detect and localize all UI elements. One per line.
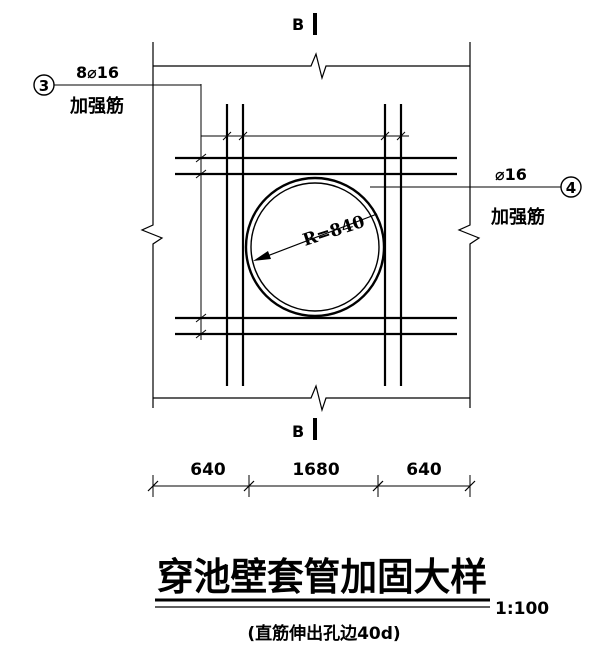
horizontal-tick-string: [201, 131, 409, 141]
dimension-line: 640 1680 640: [147, 460, 476, 497]
wall-outline: [140, 42, 481, 413]
drawing-scale: 1:100: [495, 599, 549, 619]
radius-label: R=840: [300, 212, 367, 251]
wall-top-edge: [153, 52, 470, 81]
sleeve-outer-circle: [244, 176, 386, 318]
tag-4-name: 加强筋: [490, 206, 545, 228]
tag-3-number: 3: [39, 77, 49, 95]
wall-left-edge: [140, 42, 164, 408]
drawing-title: 穿池壁套管加固大样: [157, 555, 487, 599]
section-mark-bottom: B: [292, 418, 317, 441]
sleeve-inner-circle: [250, 182, 380, 312]
tag-4-spec: ⌀16: [495, 165, 527, 184]
title-block: 穿池壁套管加固大样 1:100 (直筋伸出孔边40d): [155, 555, 549, 644]
tag-4-number: 4: [566, 179, 576, 197]
wall-right-edge: [457, 42, 481, 408]
radius-arrow: R=840: [253, 212, 378, 261]
wall-bottom-edge: [153, 384, 470, 413]
section-label-top: B: [292, 15, 304, 34]
tag-3-spec: 8⌀16: [76, 63, 119, 82]
tag-4-circle: [560, 176, 582, 198]
callout-tag-3: 3 8⌀16 加强筋: [33, 63, 201, 117]
callout-tag-4: 4 ⌀16 加强筋: [370, 165, 582, 228]
section-label-bottom: B: [292, 422, 304, 441]
tag-3-name: 加强筋: [69, 95, 124, 117]
dimension-right: 640: [406, 460, 442, 480]
dimension-middle: 1680: [292, 460, 339, 480]
sleeve-pipe: [244, 176, 386, 318]
section-mark-top: B: [292, 13, 317, 35]
vertical-tick-string: [195, 84, 207, 340]
drawing-note: (直筋伸出孔边40d): [247, 623, 400, 644]
reinforcement-bars: [175, 104, 457, 386]
dimension-left: 640: [190, 460, 226, 480]
